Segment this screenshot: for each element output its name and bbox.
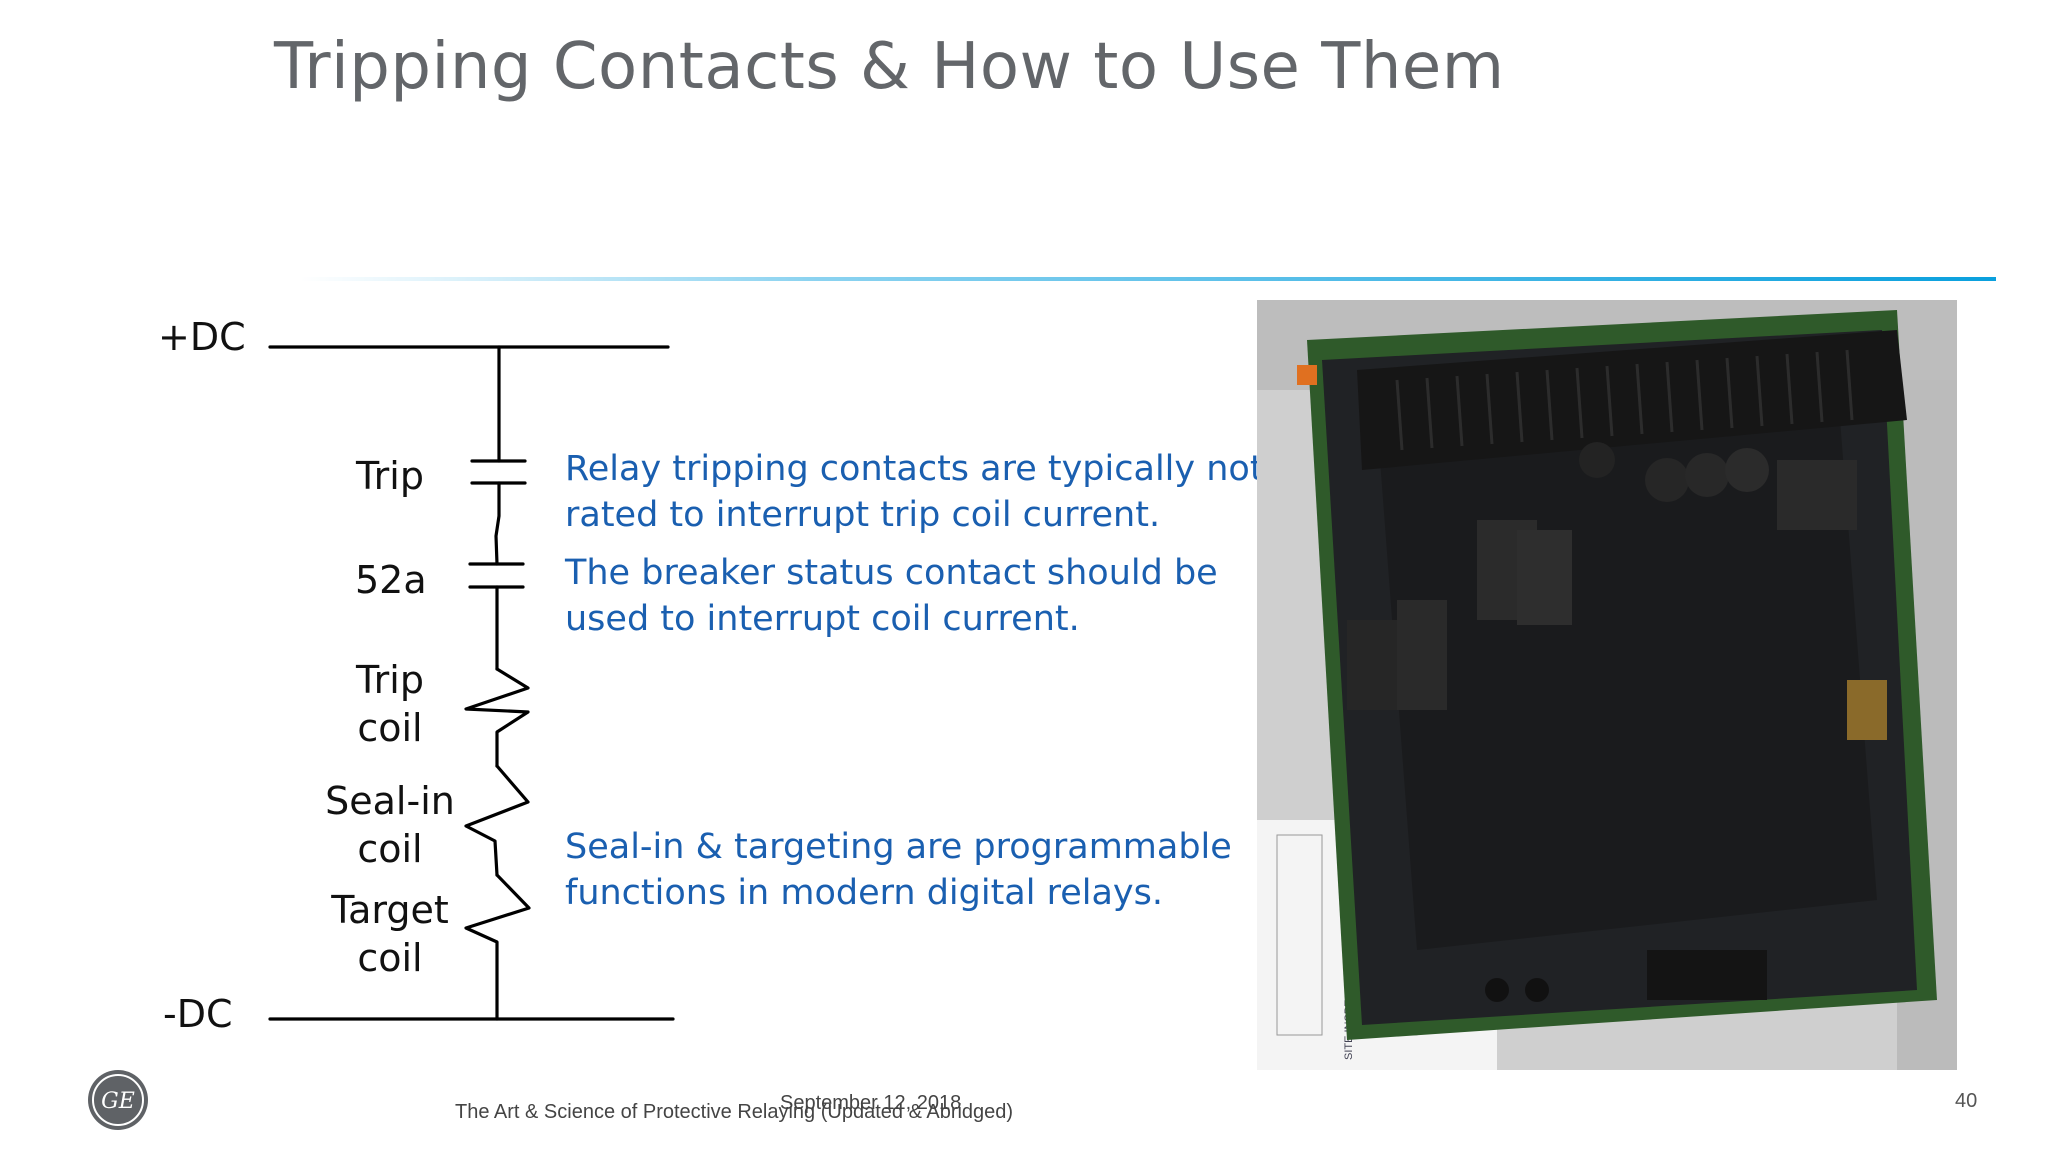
trip-contact-label: Trip — [356, 454, 424, 498]
note-breaker-status-line1: The breaker status contact should be — [565, 553, 1218, 593]
trip-contact-symbol — [470, 459, 527, 485]
target-coil-label-line2: coil — [357, 936, 423, 980]
note-breaker-status-line2: used to interrupt coil current. — [565, 599, 1080, 639]
note-seal-in-line1: Seal-in & targeting are programmable — [565, 827, 1232, 867]
seal-in-coil-symbol — [464, 764, 530, 877]
ge-logo-text: GE — [101, 1089, 135, 1114]
seal-in-coil-label-line2: coil — [357, 827, 423, 871]
fiftytwo-a-label: 52a — [355, 558, 427, 602]
trip-coil-label-line1: Trip — [356, 658, 424, 702]
burned-relay-board-photo: SITE INSPECTION & TEST PROCEDURE — [1257, 300, 1957, 1070]
presentation-name: The Art & Science of Protective Relaying… — [455, 1101, 1014, 1123]
page-number: 40 — [1955, 1090, 1978, 1112]
trip-coil-label-line2: coil — [357, 706, 423, 750]
negative-dc-label: -DC — [163, 992, 233, 1036]
presentation-date: September 12, 2018 — [780, 1092, 962, 1114]
trip-circuit-diagram — [268, 345, 675, 1021]
trip-coil-symbol — [464, 667, 530, 768]
fiftytwo-a-contact-symbol — [468, 562, 525, 589]
slide-title: Tripping Contacts & How to Use Them — [274, 30, 1505, 104]
seal-in-coil-label-line1: Seal-in — [325, 779, 455, 823]
note-tripping-contacts-line2: rated to interrupt trip coil current. — [565, 495, 1161, 535]
note-tripping-contacts-line1: Relay tripping contacts are typically no… — [565, 449, 1264, 489]
target-coil-label-line1: Target — [331, 888, 449, 932]
note-seal-in-line2: functions in modern digital relays. — [565, 873, 1164, 913]
ge-logo: GE — [88, 1070, 148, 1130]
title-divider — [300, 277, 1996, 281]
target-coil-symbol — [464, 873, 531, 1021]
positive-dc-label: +DC — [158, 315, 246, 359]
